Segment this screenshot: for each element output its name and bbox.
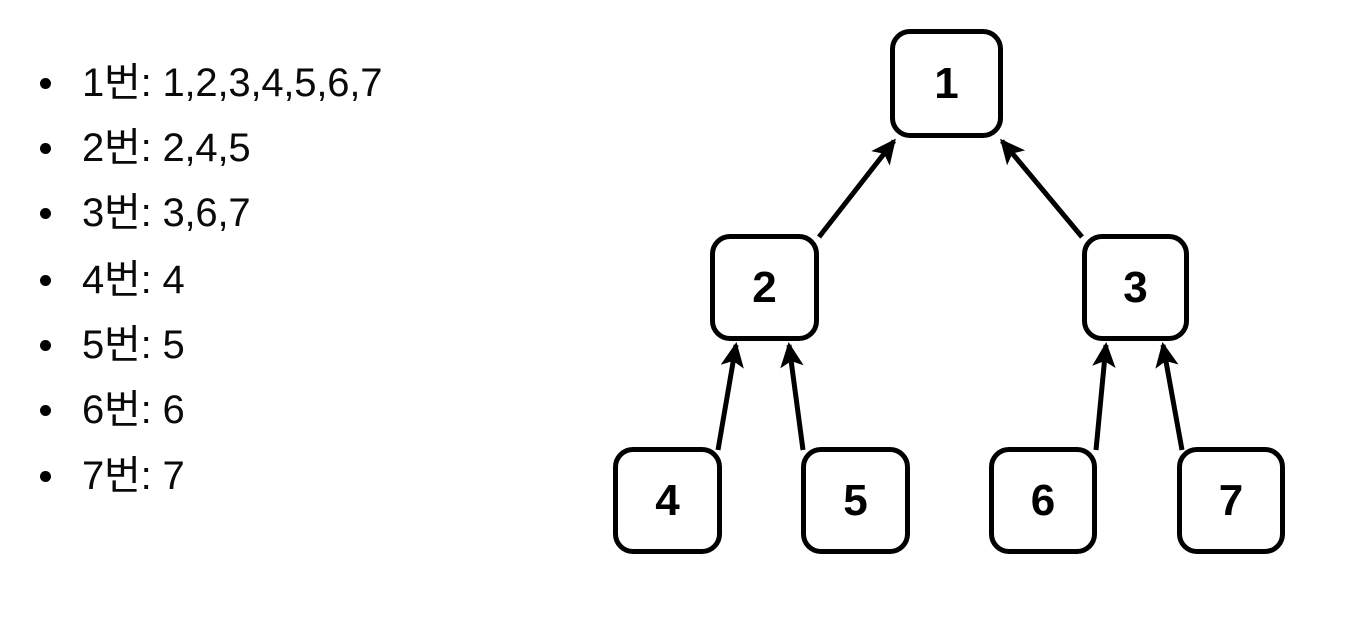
bullet-dot-icon <box>40 404 51 416</box>
bullet-dot-icon <box>40 339 51 351</box>
list-item-label: 4번: 4 <box>82 258 185 302</box>
list-item-label: 6번: 6 <box>82 388 185 432</box>
tree-node-5[interactable]: 5 <box>801 447 910 554</box>
tree-edge-4-to-2 <box>715 342 744 451</box>
list-item: 2번: 2,4,5 <box>40 122 251 174</box>
tree-node-1[interactable]: 1 <box>890 29 1003 138</box>
list-item-label: 2번: 2,4,5 <box>82 126 251 170</box>
list-item: 6번: 6 <box>40 384 185 436</box>
list-item: 3번: 3,6,7 <box>40 187 251 239</box>
tree-node-7[interactable]: 7 <box>1177 447 1285 554</box>
tree-node-label: 7 <box>1218 475 1244 525</box>
tree-node-label: 5 <box>843 475 868 525</box>
tree-node-label: 1 <box>934 58 959 108</box>
list-item-label: 1번: 1,2,3,4,5,6,7 <box>82 61 383 105</box>
list-item: 4번: 4 <box>40 254 185 306</box>
tree-node-2[interactable]: 2 <box>710 234 819 341</box>
bullet-dot-icon <box>40 142 51 154</box>
list-item: 7번: 7 <box>40 450 185 502</box>
tree-edge-2-to-1 <box>817 138 896 239</box>
tree-diagram: 1 2 3 4 5 6 7 <box>560 0 1360 636</box>
list-item: 5번: 5 <box>40 319 185 371</box>
tree-node-label: 4 <box>655 475 680 525</box>
bullet-dot-icon <box>40 274 51 286</box>
bullet-dot-icon <box>40 470 51 482</box>
tree-node-label: 6 <box>1030 475 1056 525</box>
tree-node-label: 3 <box>1123 262 1148 312</box>
tree-node-6[interactable]: 6 <box>989 447 1097 554</box>
list-item: 1번: 1,2,3,4,5,6,7 <box>40 57 382 109</box>
list-item-label: 7번: 7 <box>82 454 185 498</box>
tree-node-3[interactable]: 3 <box>1082 234 1189 341</box>
tree-node-label: 2 <box>752 262 777 312</box>
tree-edge-layer <box>715 138 1185 451</box>
list-item-label: 5번: 5 <box>82 323 185 367</box>
tree-edge-5-to-2 <box>780 342 806 451</box>
bullet-dot-icon <box>40 77 51 89</box>
tree-edge-7-to-3 <box>1155 342 1185 451</box>
list-item-label: 3번: 3,6,7 <box>82 191 251 235</box>
bullet-dot-icon <box>40 207 51 219</box>
tree-edges <box>715 138 1185 451</box>
adjacency-bullet-list: 1번: 1,2,3,4,5,6,7 2번: 2,4,5 3번: 3,6,7 4번: 4… <box>0 0 560 636</box>
tree-edge-6-to-3 <box>1092 342 1116 451</box>
tree-node-4[interactable]: 4 <box>613 447 722 554</box>
tree-edge-3-to-1 <box>1000 138 1084 239</box>
